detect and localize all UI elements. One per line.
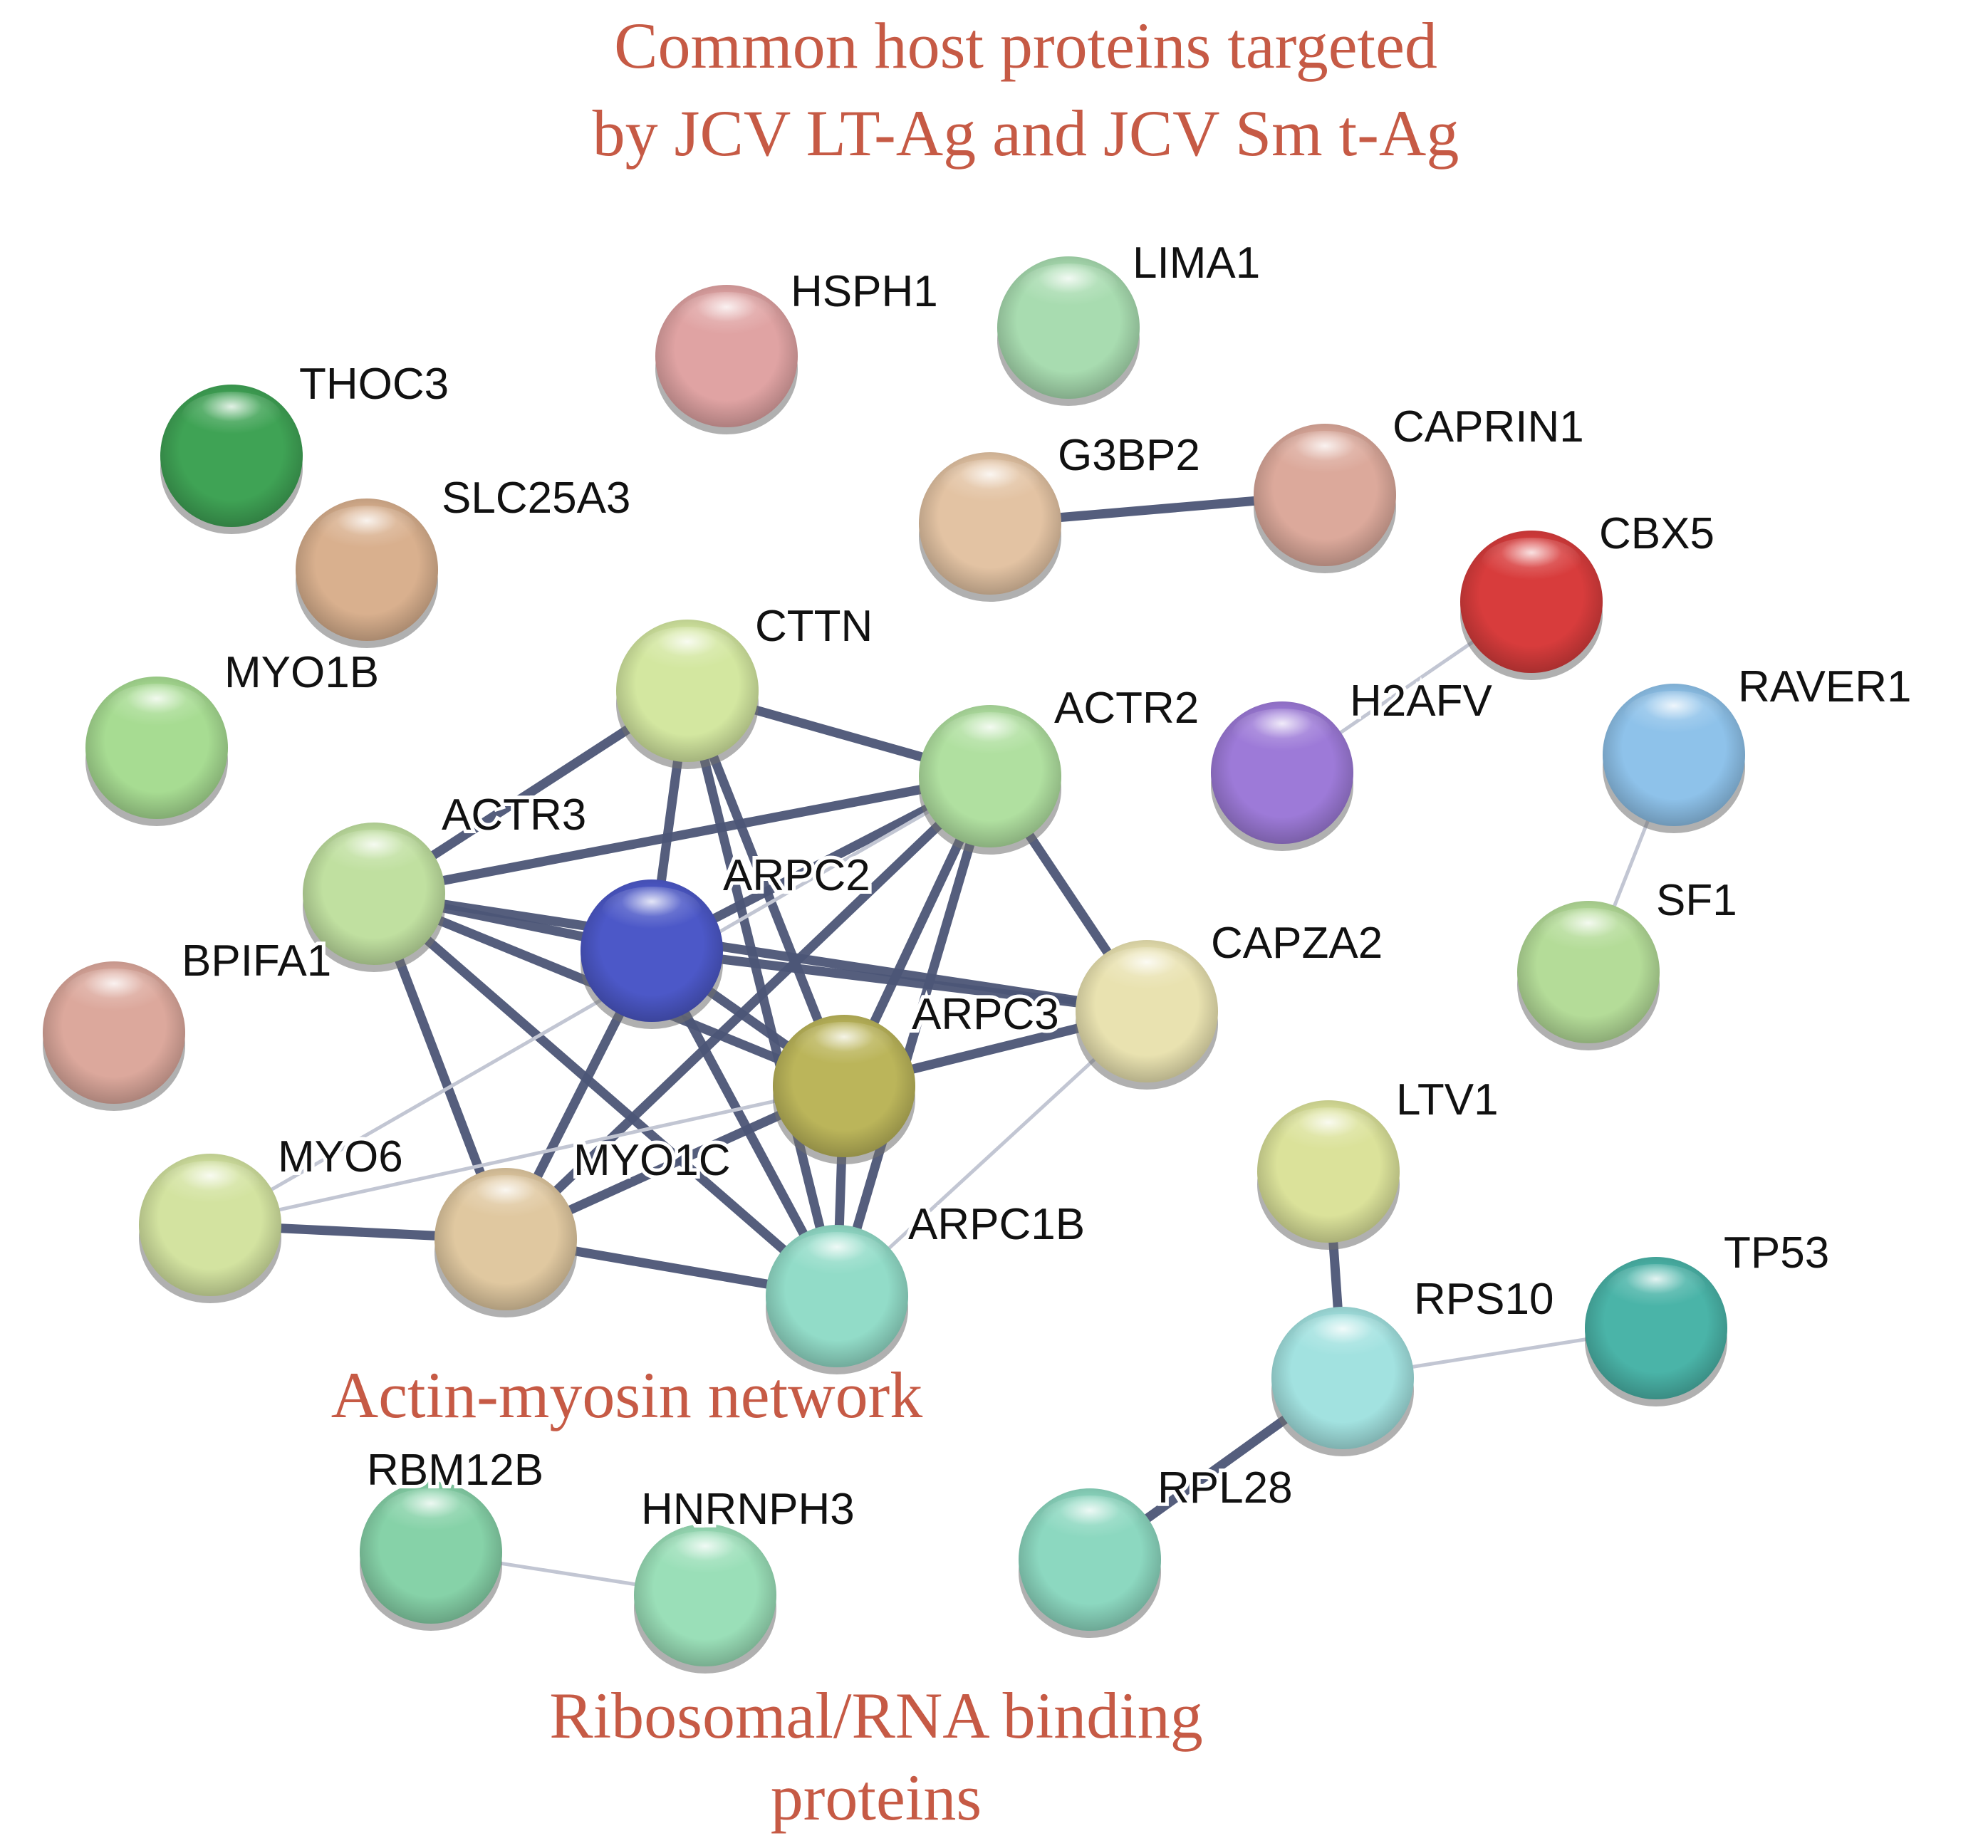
node-label-rps10: RPS10 [1414,1275,1554,1324]
node-raver1[interactable]: RAVER1 [1603,659,1915,833]
node-highlight [324,830,424,879]
node-label-slc25a3: SLC25A3 [442,474,630,523]
node-highlight [456,1175,556,1225]
node-label-cttn: CTTN [755,602,873,651]
node-label-g3bp2: G3BP2 [1058,431,1200,480]
node-highlight [637,627,737,677]
node-label-myo1b: MYO1B [224,648,379,697]
node-capza2[interactable]: CAPZA2 [1076,915,1386,1090]
node-ltv1[interactable]: LTV1 [1257,1072,1502,1250]
edge-actr3-actr2 [369,771,995,899]
node-highlight [602,887,702,936]
node-highlight [317,506,417,555]
node-label-raver1: RAVER1 [1738,662,1912,711]
node-highlight [1040,1495,1140,1545]
node-label-capza2: CAPZA2 [1211,919,1383,968]
node-highlight [940,712,1040,762]
title-line-2: by JCV LT-Ag and JCV Sm t-Ag [593,97,1459,169]
node-label-tp53: TP53 [1724,1228,1829,1278]
node-label-caprin1: CAPRIN1 [1393,402,1584,451]
node-highlight [160,1161,260,1211]
node-hnrnph3[interactable]: HNRNPH3 [634,1481,858,1674]
node-caprin1[interactable]: CAPRIN1 [1254,399,1588,573]
edge-arpc2-capza2 [647,946,1152,1016]
node-highlight [1232,709,1332,758]
node-highlight [1539,908,1638,958]
node-arpc2[interactable]: ARPC2 [581,847,874,1029]
node-sf1[interactable]: SF1 [1517,872,1741,1050]
node-highlight [1279,1107,1378,1157]
node-highlight [381,1488,481,1538]
node-label-thoc3: THOC3 [299,360,449,409]
node-highlight [1606,1264,1706,1314]
node-highlight [1275,431,1375,481]
node-label-arpc1b: ARPC1B [908,1200,1085,1249]
node-tp53[interactable]: TP53 [1585,1225,1833,1406]
node-rps10[interactable]: RPS10 [1271,1271,1557,1456]
node-highlight [1097,947,1197,997]
node-g3bp2[interactable]: G3BP2 [919,427,1204,602]
node-highlight [64,969,164,1018]
node-lima1[interactable]: LIMA1 [997,235,1264,406]
edge-actr3-arpc1b [369,889,842,1301]
node-arpc1b[interactable]: ARPC1B [766,1196,1088,1374]
node-actr2[interactable]: ACTR2 [919,680,1202,855]
edge-arpc3-myo6 [208,1084,846,1227]
node-highlight [1624,691,1724,741]
node-highlight [107,684,207,734]
node-cbx5[interactable]: CBX5 [1460,506,1718,680]
node-label-rpl28: RPL28 [1157,1463,1293,1513]
node-rbm12b[interactable]: RBM12B [360,1442,547,1631]
node-arpc3[interactable]: ARPC3 [773,986,1063,1164]
node-highlight [787,1232,887,1282]
node-label-myo6: MYO6 [278,1132,403,1181]
node-highlight [655,1531,755,1581]
node-label-hsph1: HSPH1 [791,267,938,316]
group-label-actin-myosin: Actin-myosin network [331,1359,922,1431]
node-cttn[interactable]: CTTN [616,598,876,769]
node-label-arpc3: ARPC3 [912,990,1059,1039]
node-label-arpc2: ARPC2 [723,851,870,900]
node-thoc3[interactable]: THOC3 [160,356,452,534]
node-myo1c[interactable]: MYO1C [434,1132,734,1317]
node-highlight [182,392,281,442]
node-myo1b[interactable]: MYO1B [85,644,382,826]
node-label-lima1: LIMA1 [1133,239,1260,288]
node-myo6[interactable]: MYO6 [139,1129,407,1303]
node-label-h2afv: H2AFV [1350,677,1492,726]
edge-actr2-myo1c [501,771,995,1244]
edge-actr2-arpc1b [832,771,995,1301]
node-rpl28[interactable]: RPL28 [1019,1460,1296,1638]
node-label-cbx5: CBX5 [1599,509,1714,558]
node-bpifa1[interactable]: BPIFA1 [43,933,335,1111]
node-h2afv[interactable]: H2AFV [1211,673,1496,851]
node-label-sf1: SF1 [1656,876,1737,925]
node-highlight [677,292,776,342]
node-slc25a3[interactable]: SLC25A3 [296,470,634,648]
node-label-myo1c: MYO1C [573,1136,730,1185]
group-label-ribosomal-line-2: proteins [771,1761,982,1834]
node-label-ltv1: LTV1 [1396,1075,1499,1124]
node-highlight [940,459,1040,509]
node-hsph1[interactable]: HSPH1 [655,263,942,434]
node-label-actr2: ACTR2 [1054,684,1199,733]
node-highlight [1293,1314,1393,1364]
group-label-ribosomal-line-1: Ribosomal/RNA binding [549,1679,1203,1752]
node-label-bpifa1: BPIFA1 [182,936,331,986]
node-label-actr3: ACTR3 [442,790,586,840]
node-highlight [794,1022,894,1072]
node-actr3[interactable]: ACTR3 [303,787,590,972]
node-highlight [1019,263,1118,313]
node-label-hnrnph3: HNRNPH3 [641,1485,855,1534]
title-line-1: Common host proteins targeted [614,9,1437,82]
node-label-rbm12b: RBM12B [367,1446,543,1495]
node-highlight [1482,538,1581,588]
